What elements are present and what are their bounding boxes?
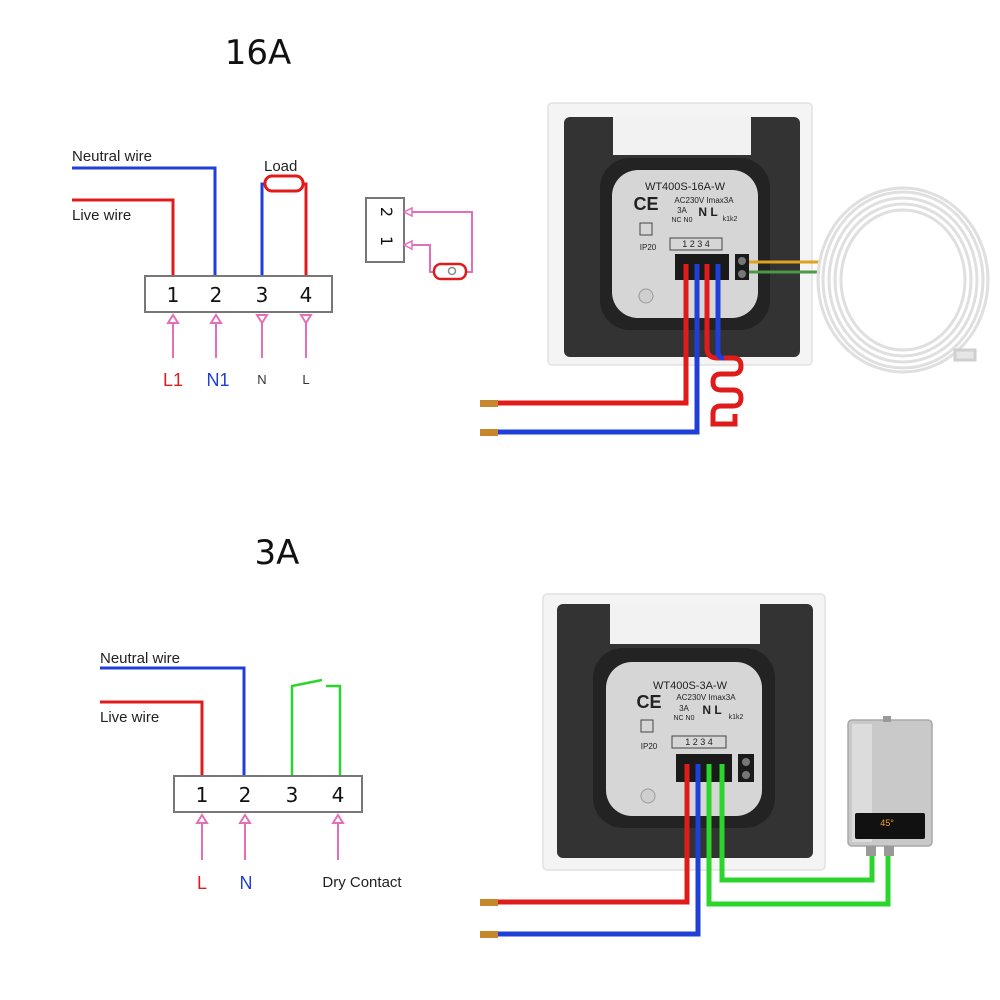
- thermostat-16a: WT400S-16A-W CE AC230V Imax3A 3A NC N0 N…: [480, 102, 820, 436]
- terms-16a: 1 2 3 4: [682, 239, 710, 249]
- live-wire-3a: [100, 700, 204, 776]
- nl-16a: N L: [698, 205, 717, 219]
- input-dry-contact: Dry Contact: [322, 874, 402, 891]
- terminal-block-3a: [173, 775, 363, 813]
- sensor-cable-coil: [816, 186, 990, 374]
- title-16a: 16A: [225, 33, 292, 73]
- terminal-4-16a: 4: [300, 283, 313, 307]
- water-heater: 45°: [847, 716, 933, 856]
- nl-3a: N L: [702, 703, 721, 717]
- terminal-2-16a: 2: [210, 283, 223, 307]
- terminal-1-16a: 1: [167, 283, 180, 307]
- dry-contact-switch: [290, 678, 323, 776]
- nc-no-16a: NC N0: [671, 217, 692, 224]
- terminal-block-16a: [144, 275, 333, 313]
- schematic-3a: Neutral wire Live wire 1 2 3 4 L N Dry C…: [100, 650, 402, 893]
- live-cable-16a: [483, 264, 689, 406]
- heater-temperature: 45°: [880, 818, 894, 828]
- terminal-3-3a: 3: [286, 783, 299, 807]
- rating-3a: AC230V Imax3A: [676, 693, 736, 702]
- input-n-3a: N: [240, 873, 253, 893]
- ip-16a: IP20: [640, 243, 657, 252]
- input-l: L: [302, 372, 309, 387]
- input-n1: N1: [206, 370, 229, 390]
- neutral-wire-16a: [72, 166, 217, 276]
- model-16a: WT400S-16A-W: [645, 181, 726, 193]
- load-live-lead: [298, 182, 308, 276]
- model-3a: WT400S-3A-W: [653, 680, 728, 692]
- live-wire-label-3a: Live wire: [100, 709, 159, 726]
- ce-mark-3a: CE: [636, 692, 661, 712]
- input-l-3a: L: [197, 873, 207, 893]
- title-3a: 3A: [255, 533, 300, 573]
- live-cable-3a: [483, 764, 690, 905]
- load-symbol: [263, 174, 305, 193]
- terminal-4-3a: 4: [332, 783, 345, 807]
- input-n: N: [257, 372, 266, 387]
- sensor-symbol: [432, 262, 468, 281]
- dry-cable-b: [719, 764, 875, 883]
- k-16a: k1k2: [723, 216, 738, 223]
- ce-mark-16a: CE: [633, 194, 658, 214]
- sensor-terminal-2: 2: [377, 207, 396, 217]
- back-plate-16a: [612, 170, 758, 318]
- load-cable-16a: [704, 264, 744, 427]
- sensor-connector: 2 1: [365, 197, 473, 281]
- terminal-2-3a: 2: [239, 783, 252, 807]
- ip-3a: IP20: [641, 742, 658, 751]
- load-neutral-lead: [260, 182, 268, 276]
- dry-cable-a: [706, 764, 891, 907]
- relay-16a: 3A: [677, 206, 687, 215]
- neutral-wire-label-16a: Neutral wire: [72, 148, 152, 165]
- live-wire-label-16a: Live wire: [72, 207, 131, 224]
- heater-display: [855, 813, 925, 839]
- input-l1: L1: [163, 370, 183, 390]
- nc-no-3a: NC N0: [673, 715, 694, 722]
- sensor-terminal-1: 1: [377, 236, 396, 246]
- schematic-16a: Neutral wire Live wire Load 1 2 3 4 L1 N…: [72, 148, 333, 390]
- neutral-cable-3a: [483, 764, 701, 937]
- neutral-cable-16a: [483, 264, 700, 435]
- live-wire-16a: [72, 198, 175, 276]
- load-label: Load: [264, 158, 297, 175]
- neutral-wire-3a: [100, 666, 246, 776]
- terms-3a: 1 2 3 4: [685, 737, 713, 747]
- rating-16a: AC230V Imax3A: [674, 196, 734, 205]
- relay-3a: 3A: [679, 704, 689, 713]
- k-3a: k1k2: [729, 714, 744, 721]
- terminal-screws-16a: [675, 254, 729, 280]
- thermostat-3a: WT400S-3A-W CE AC230V Imax3A 3A NC N0 N …: [480, 593, 891, 938]
- neutral-wire-label-3a: Neutral wire: [100, 650, 180, 667]
- terminal-1-3a: 1: [196, 783, 209, 807]
- terminal-3-16a: 3: [256, 283, 269, 307]
